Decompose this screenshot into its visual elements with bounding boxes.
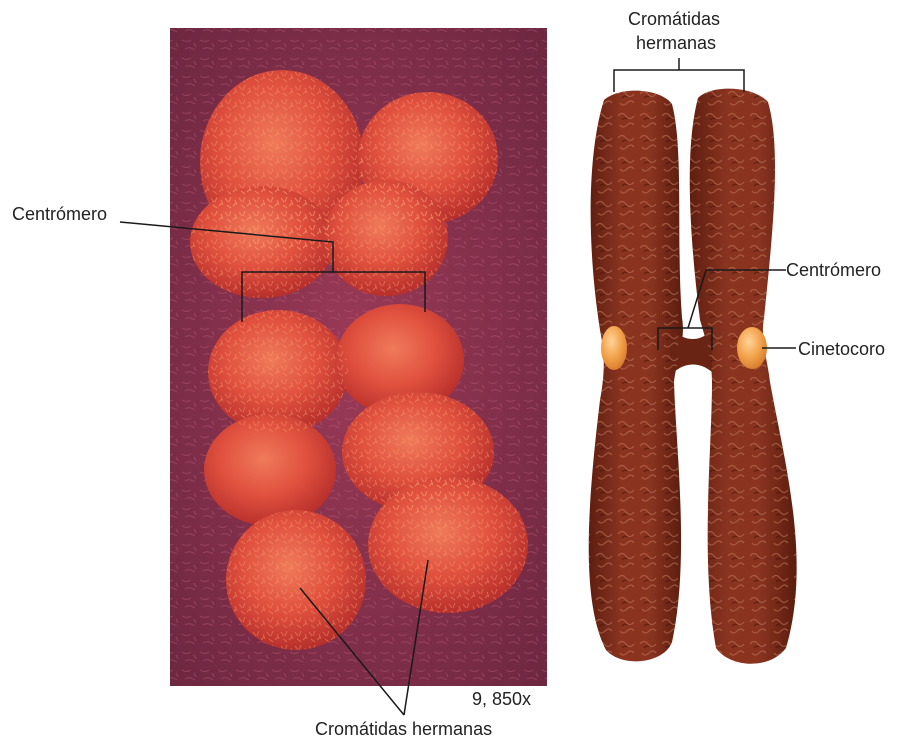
illustration-panel xyxy=(589,58,797,664)
micrograph-panel xyxy=(120,28,547,715)
right-chromatid-leader xyxy=(614,58,744,92)
left-sister-chromatids-label: Cromátidas hermanas xyxy=(315,718,492,740)
right-centromere-label: Centrómero xyxy=(786,259,881,281)
right-sister-chromatids-label-line2: hermanas xyxy=(636,32,716,54)
right-sister-chromatids-label-line1: Cromátidas xyxy=(628,8,720,30)
kinetochore-label: Cinetocoro xyxy=(798,338,885,360)
illustration-chromosome xyxy=(589,89,797,664)
magnification-label: 9, 850x xyxy=(472,688,531,710)
kinetochore-left xyxy=(601,326,627,370)
left-centromere-label: Centrómero xyxy=(12,203,107,225)
